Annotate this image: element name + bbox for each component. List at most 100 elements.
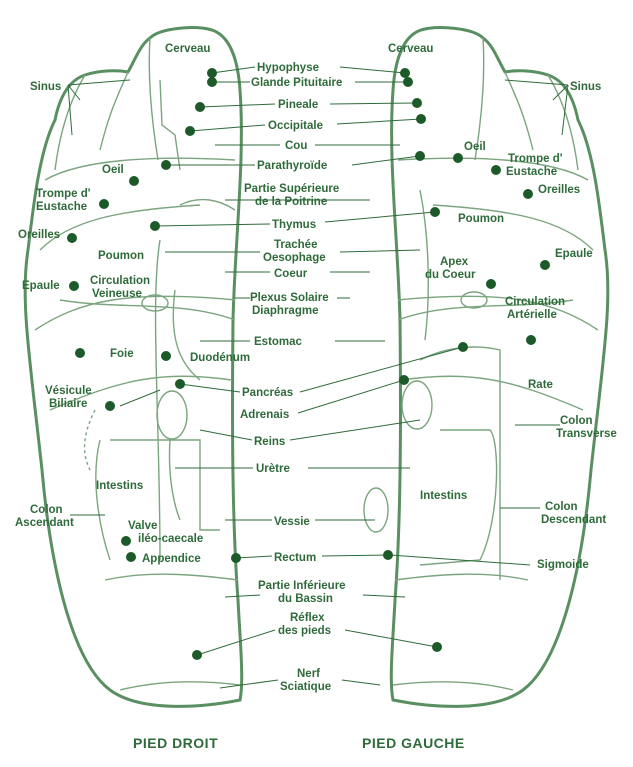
label-sigmoide: Sigmoide bbox=[537, 559, 589, 571]
dot-glande-r bbox=[207, 77, 217, 87]
dot-foie-r bbox=[75, 348, 85, 358]
dot-vesicule-r bbox=[105, 401, 115, 411]
label-reins: Reins bbox=[254, 436, 285, 448]
label-hypophyse: Hypophyse bbox=[257, 62, 319, 74]
label-circulation-v-1: Circulation bbox=[90, 275, 150, 287]
label-trompe-l-2: Eustache bbox=[506, 166, 557, 178]
label-trachee: Trachée bbox=[274, 239, 317, 251]
label-plexus: Plexus Solaire bbox=[250, 292, 329, 304]
label-colon-d-1: Colon bbox=[545, 501, 578, 513]
dot-valve-r bbox=[121, 536, 131, 546]
label-colon-t-1: Colon bbox=[560, 415, 593, 427]
dot-thymus-r bbox=[150, 221, 160, 231]
dot-apex-l bbox=[486, 279, 496, 289]
label-valve-2: iléo-caecale bbox=[138, 533, 203, 545]
label-trompe-r-2: Eustache bbox=[36, 201, 87, 213]
label-diaphragme: Diaphragme bbox=[252, 305, 318, 317]
label-duodenum: Duodénum bbox=[190, 352, 250, 364]
label-foie: Foie bbox=[110, 348, 134, 360]
dot-hypophyse-l bbox=[400, 68, 410, 78]
label-vesicule-2: Biliaire bbox=[49, 398, 87, 410]
label-vesicule-1: Vésicule bbox=[45, 385, 92, 397]
label-bassin-1: Partie Inférieure bbox=[258, 580, 346, 592]
dot-pancreas-r bbox=[175, 379, 185, 389]
label-apex-1: Apex bbox=[440, 256, 469, 268]
labels: Cerveau Cerveau Sinus Sinus Hypophyse Gl… bbox=[15, 43, 617, 751]
dot-sigmoide-l bbox=[383, 550, 393, 560]
label-apex-2: du Coeur bbox=[425, 269, 476, 281]
label-poumon-l: Poumon bbox=[458, 213, 504, 225]
dot-occipitale-r bbox=[185, 126, 195, 136]
label-oeil-l: Oeil bbox=[464, 141, 486, 153]
label-colon-a-1: Colon bbox=[30, 504, 63, 516]
dot-trompe-l bbox=[491, 165, 501, 175]
label-reflex-1: Réflex bbox=[290, 612, 325, 624]
label-thymus: Thymus bbox=[272, 219, 316, 231]
dot-oreilles-l bbox=[523, 189, 533, 199]
label-circulation-a-2: Artérielle bbox=[507, 309, 557, 321]
label-poitrine-2: de la Poitrine bbox=[255, 196, 327, 208]
label-cerveau-l: Cerveau bbox=[388, 43, 433, 55]
label-circulation-v-2: Veineuse bbox=[92, 288, 142, 300]
label-valve-1: Valve bbox=[128, 520, 157, 532]
dot-appendice-r bbox=[126, 552, 136, 562]
label-oesophage: Oesophage bbox=[263, 252, 326, 264]
dot-parathyroide-r bbox=[161, 160, 171, 170]
label-circulation-a-1: Circulation bbox=[505, 296, 565, 308]
label-nerf-1: Nerf bbox=[297, 668, 320, 680]
dot-poumon-l bbox=[430, 207, 440, 217]
label-epaule-l: Epaule bbox=[555, 248, 593, 260]
title-pied-droit: PIED DROIT bbox=[133, 735, 218, 751]
right-foot-outline bbox=[23, 26, 244, 708]
label-colon-d-2: Descendant bbox=[541, 514, 606, 526]
label-occipitale: Occipitale bbox=[268, 120, 323, 132]
dot-oreilles-r bbox=[67, 233, 77, 243]
dot-reflex-r bbox=[192, 650, 202, 660]
label-reflex-2: des pieds bbox=[278, 625, 331, 637]
dot-trompe-r bbox=[99, 199, 109, 209]
label-nerf-2: Sciatique bbox=[280, 681, 331, 693]
label-intestins-l: Intestins bbox=[420, 490, 467, 502]
label-estomac: Estomac bbox=[254, 336, 303, 348]
label-oeil-r: Oeil bbox=[102, 164, 124, 176]
label-rectum: Rectum bbox=[274, 552, 316, 564]
dot-duodenum-r bbox=[161, 351, 171, 361]
left-foot-outline bbox=[363, 26, 610, 708]
label-sinus-r: Sinus bbox=[30, 81, 61, 93]
label-oreilles-r: Oreilles bbox=[18, 229, 60, 241]
leader-lines bbox=[67, 66, 569, 689]
label-appendice: Appendice bbox=[142, 553, 201, 565]
label-colon-t-2: Transverse bbox=[556, 428, 617, 440]
dot-glande-l bbox=[403, 77, 413, 87]
label-bassin-2: du Bassin bbox=[278, 593, 333, 605]
label-trompe-l-1: Trompe d' bbox=[508, 153, 563, 165]
label-pineale: Pineale bbox=[278, 99, 318, 111]
reflex-points bbox=[67, 68, 550, 660]
dot-hypophyse-r bbox=[207, 68, 217, 78]
label-sinus-l: Sinus bbox=[570, 81, 601, 93]
dot-rectum-r bbox=[231, 553, 241, 563]
dot-oeil-r bbox=[129, 176, 139, 186]
label-poitrine-1: Partie Supérieure bbox=[244, 183, 339, 195]
label-adrenais: Adrenais bbox=[240, 409, 289, 421]
dot-parathyroide-l bbox=[415, 151, 425, 161]
label-pancreas: Pancréas bbox=[242, 387, 293, 399]
dot-epaule-r bbox=[69, 281, 79, 291]
label-parathyroide: Parathyroïde bbox=[257, 160, 327, 172]
dot-occipitale-l bbox=[416, 114, 426, 124]
label-oreilles-l: Oreilles bbox=[538, 184, 580, 196]
label-glande-pituitaire: Glande Pituitaire bbox=[251, 77, 342, 89]
label-poumon-r: Poumon bbox=[98, 250, 144, 262]
label-coeur: Coeur bbox=[274, 268, 308, 280]
dot-epaule-l bbox=[540, 260, 550, 270]
dot-pancreas-l bbox=[458, 342, 468, 352]
label-uretre: Urètre bbox=[256, 463, 290, 475]
label-trompe-r-1: Trompe d' bbox=[36, 188, 91, 200]
label-epaule-r: Epaule bbox=[22, 280, 60, 292]
dot-oeil-l bbox=[453, 153, 463, 163]
label-colon-a-2: Ascendant bbox=[15, 517, 74, 529]
label-rate: Rate bbox=[528, 379, 553, 391]
label-intestins-r: Intestins bbox=[96, 480, 143, 492]
label-cerveau-r: Cerveau bbox=[165, 43, 210, 55]
